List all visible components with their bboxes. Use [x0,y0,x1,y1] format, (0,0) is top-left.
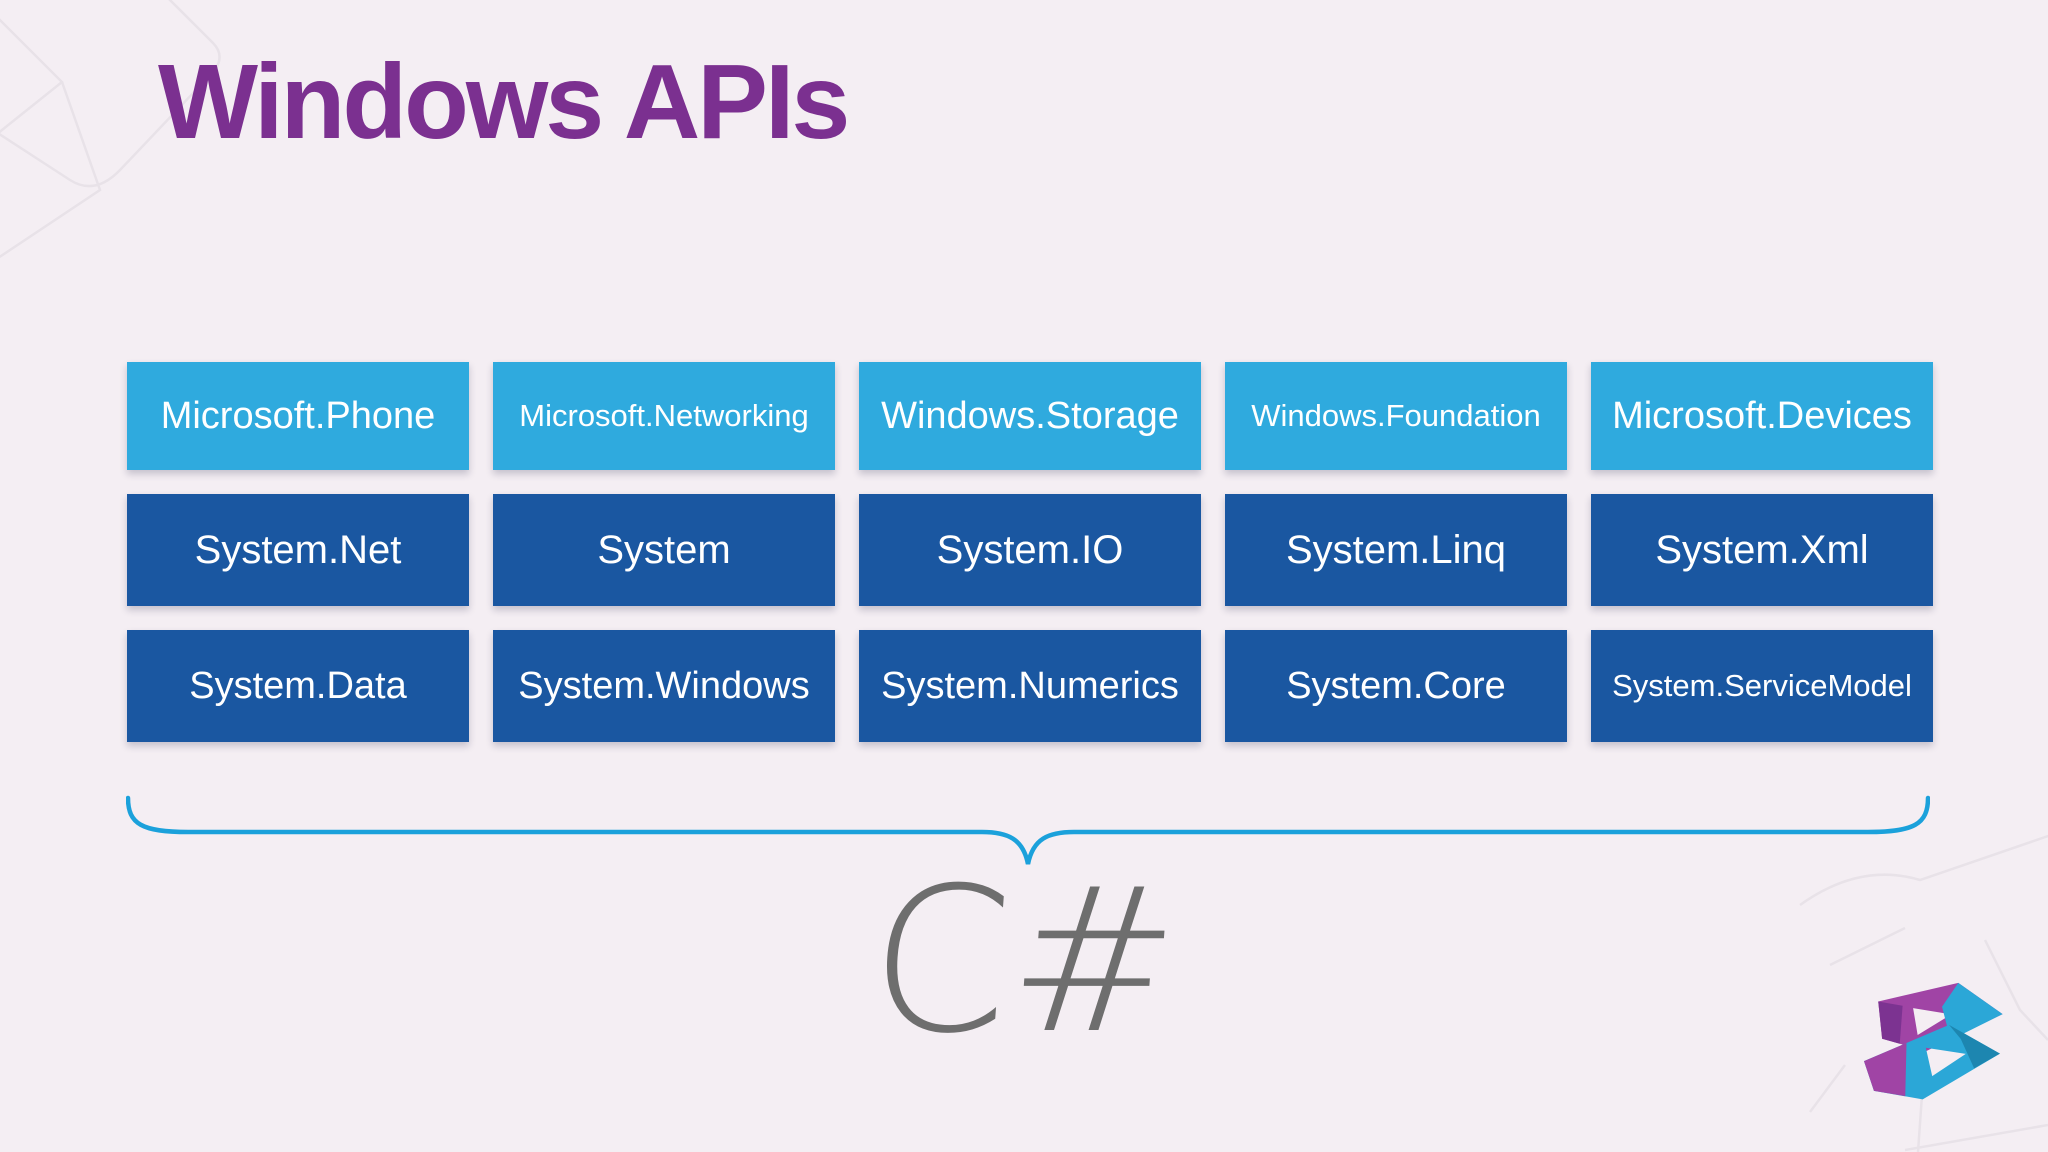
api-box-system-core: System.Core [1225,630,1567,742]
api-box-system-data: System.Data [127,630,469,742]
api-box-system-servicemodel: System.ServiceModel [1591,630,1933,742]
api-box-windows-storage: Windows.Storage [859,362,1201,470]
api-box-windows-foundation: Windows.Foundation [1225,362,1567,470]
grouping-brace [126,794,1930,874]
api-grid: Microsoft.Phone Microsoft.Networking Win… [127,362,1933,742]
api-box-microsoft-devices: Microsoft.Devices [1591,362,1933,470]
api-box-microsoft-networking: Microsoft.Networking [493,362,835,470]
api-box-system-io: System.IO [859,494,1201,606]
csharp-caption: C# [862,845,1186,1078]
api-box-system-xml: System.Xml [1591,494,1933,606]
api-box-microsoft-phone: Microsoft.Phone [127,362,469,470]
api-box-system-numerics: System.Numerics [859,630,1201,742]
api-box-system-net: System.Net [127,494,469,606]
page-title: Windows APIs [158,43,850,161]
brand-logo [1837,936,2029,1123]
api-box-system-linq: System.Linq [1225,494,1567,606]
api-box-system: System [493,494,835,606]
brand-logo-icon [1863,982,2003,1100]
api-box-system-windows: System.Windows [493,630,835,742]
